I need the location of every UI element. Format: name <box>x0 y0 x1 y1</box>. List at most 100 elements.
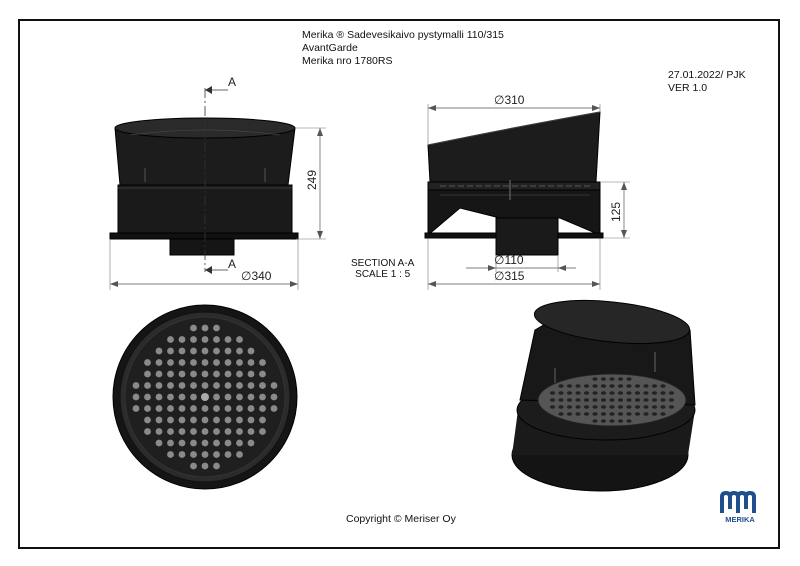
grate-hole <box>213 451 220 458</box>
section-label: SECTION A-A <box>351 258 415 269</box>
grate-hole <box>132 382 140 389</box>
copyright-text: Copyright © Meriser Oy <box>346 513 456 525</box>
grate-hole <box>566 405 573 409</box>
grate-hole <box>575 384 581 388</box>
grate-hole <box>558 398 564 402</box>
grate-hole <box>634 398 641 402</box>
dimension-height-total: 249 <box>305 170 319 190</box>
grate-hole <box>643 391 649 395</box>
grate-hole <box>224 428 232 435</box>
grate-hole <box>224 451 232 458</box>
grate-hole <box>201 416 209 424</box>
grate-hole <box>236 393 243 401</box>
grate-hole <box>201 324 209 332</box>
grate-hole <box>178 336 186 343</box>
grate-hole <box>609 391 615 395</box>
revision-date: 27.01.2022/ PJK <box>668 69 746 81</box>
grate-hole <box>201 405 209 412</box>
grate-hole <box>626 419 632 423</box>
grate-hole <box>609 419 615 423</box>
title-line-number: Merika nro 1780RS <box>302 55 393 67</box>
grate-hole <box>566 398 573 402</box>
grate-hole <box>213 428 220 435</box>
grate-hole <box>651 405 658 409</box>
grate-hole <box>643 398 649 402</box>
dimension-diameter-top: ∅310 <box>494 93 525 107</box>
grate-hole <box>190 347 197 355</box>
grate-hole <box>132 393 140 401</box>
grate-hole <box>213 382 220 389</box>
grate-hole <box>609 377 615 381</box>
grate-hole <box>259 382 266 389</box>
grate-hole <box>549 405 556 409</box>
grate-hole <box>201 428 209 435</box>
grate-hole <box>201 451 209 458</box>
grate-hole <box>592 384 598 388</box>
section-label-block: SECTION A-A SCALE 1 : 5 <box>351 258 414 280</box>
grate-hole <box>236 451 243 458</box>
grate-hole <box>634 384 641 388</box>
grate-holes-top <box>132 324 278 470</box>
grate-hole <box>155 347 163 355</box>
grate-hole <box>190 416 197 424</box>
grate-hole <box>592 377 598 381</box>
grate-hole <box>247 439 255 447</box>
grate-hole <box>592 391 598 395</box>
grate-hole <box>617 377 624 381</box>
grate-hole <box>178 439 186 447</box>
grate-holes-iso <box>549 377 675 423</box>
grate-hole <box>167 416 174 424</box>
grate-hole <box>609 405 615 409</box>
grate-hole <box>178 428 186 435</box>
grate-hole <box>609 384 615 388</box>
grate-hole <box>617 412 624 416</box>
grate-hole <box>201 439 209 447</box>
grate-hole <box>634 405 641 409</box>
grate-hole <box>575 412 581 416</box>
title-line-model: AvantGarde <box>302 42 358 54</box>
grate-hole <box>270 405 278 412</box>
section-scale: SCALE 1 : 5 <box>355 269 411 280</box>
grate-hole <box>213 405 220 412</box>
grate-hole <box>213 347 220 355</box>
grate-hole <box>247 370 255 378</box>
grate-hole <box>583 398 590 402</box>
grate-hole <box>600 412 607 416</box>
grate-hole <box>247 382 255 389</box>
grate-hole <box>259 405 266 412</box>
grate-hole <box>558 384 564 388</box>
grate-hole <box>236 336 243 343</box>
grate-hole <box>617 384 624 388</box>
grate-hole <box>566 412 573 416</box>
grate-hole <box>558 391 564 395</box>
grate-hole <box>155 405 163 412</box>
grate-hole <box>575 405 581 409</box>
grate-hole <box>224 393 232 401</box>
grate-hole <box>660 391 666 395</box>
grate-hole <box>626 384 632 388</box>
grate-hole <box>583 405 590 409</box>
title-line-product: Merika ® Sadevesikaivo pystymalli 110/31… <box>302 29 504 41</box>
grate-hole <box>626 405 632 409</box>
grate-hole <box>167 382 174 389</box>
grate-hole <box>609 398 615 402</box>
grate-hole <box>178 405 186 412</box>
grate-hole <box>236 359 243 366</box>
grate-hole <box>617 391 624 395</box>
grate-hole <box>213 393 220 401</box>
grate-hole <box>549 391 556 395</box>
grate-hole <box>167 439 174 447</box>
grate-hole <box>247 393 255 401</box>
dimension-height-section: 125 <box>609 202 623 222</box>
grate-hole <box>600 398 607 402</box>
grate-hole <box>190 462 197 470</box>
grate-hole <box>167 336 174 343</box>
grate-hole <box>155 393 163 401</box>
grate-hole <box>190 359 197 366</box>
grate-hole <box>144 428 151 435</box>
dimension-diameter-outlet: ∅110 <box>494 253 524 267</box>
grate-hole <box>167 359 174 366</box>
grate-hole <box>236 439 243 447</box>
grate-hole <box>167 370 174 378</box>
grate-hole <box>558 412 564 416</box>
